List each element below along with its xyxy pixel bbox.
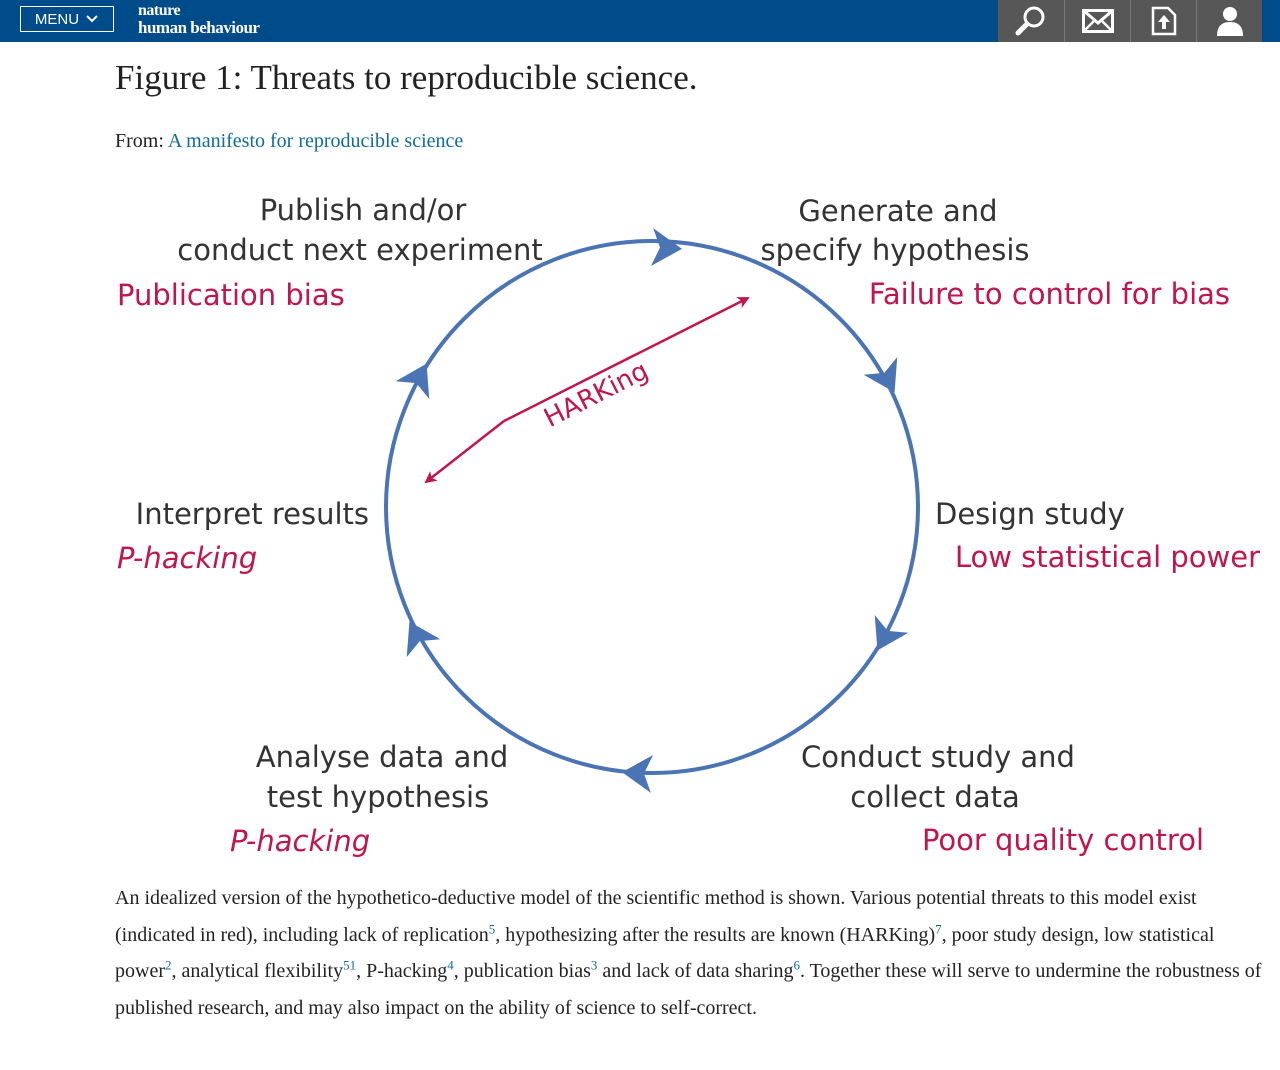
user-icon	[1216, 7, 1243, 36]
stage-analyse-line2: test hypothesis	[267, 780, 489, 814]
stage-generate-line1: Generate and	[798, 194, 997, 228]
header-tools	[998, 0, 1262, 42]
reference-link-5[interactable]: 5	[488, 920, 496, 936]
account-button[interactable]	[1196, 0, 1262, 42]
site-header: MENU nature human behaviour	[0, 0, 1280, 42]
menu-label: MENU	[34, 10, 80, 28]
threat-publication-bias: Publication bias	[117, 278, 345, 312]
brand-line2: human behaviour	[138, 18, 260, 37]
stage-conduct-line2: collect data	[850, 780, 1020, 814]
cycle-arrow	[650, 228, 682, 267]
upload-button[interactable]	[1130, 0, 1196, 42]
article-link[interactable]: A manifesto for reproducible science	[167, 130, 464, 152]
stage-interpret-line1: Interpret results	[136, 497, 369, 531]
reference-link-6[interactable]: 6	[793, 957, 800, 973]
caption-text: An idealized version of the hypothetico-…	[115, 887, 1197, 946]
caption-text: , hypothesizing after the results are kn…	[495, 923, 936, 946]
figure-caption: An idealized version of the hypothetico-…	[115, 880, 1265, 1026]
ref-superscript: 4	[447, 957, 454, 972]
stage-publish-line2: conduct next experiment	[177, 233, 542, 267]
menu-button[interactable]: MENU	[20, 6, 114, 32]
cycle-arrow	[874, 614, 909, 651]
reference-link-2[interactable]: 2	[164, 957, 172, 973]
cycle-arrow	[863, 356, 898, 393]
cycle-arrow	[622, 754, 654, 793]
ref-superscript: 5	[489, 921, 496, 936]
site-logo[interactable]: nature human behaviour	[138, 2, 260, 37]
cycle-arrow	[395, 363, 430, 400]
stage-publish-line1: Publish and/or	[260, 193, 467, 227]
brand-line1: nature	[138, 2, 181, 19]
harking-arrow	[503, 296, 750, 423]
threat-poor-quality-control: Poor quality control	[922, 823, 1204, 857]
ref-superscript: 6	[793, 957, 800, 972]
figure-diagram: HARKing Publish and/or conduct next expe…	[0, 170, 1280, 870]
figure-title: Figure 1: Threats to reproducible scienc…	[115, 58, 698, 97]
caption-text: . Together these will serve to undermine…	[115, 960, 1262, 1019]
cycle-arrow	[406, 621, 441, 658]
search-icon	[1015, 6, 1045, 36]
stage-design-line1: Design study	[935, 497, 1125, 531]
stage-conduct-line1: Conduct study and	[801, 740, 1075, 774]
caption-text: , analytical flexibility	[171, 960, 344, 982]
stage-generate-line2: specify hypothesis	[760, 233, 1029, 267]
caption-text: , poor study design, low statistical pow…	[115, 923, 1215, 983]
caption-text: , publication bias	[453, 960, 591, 982]
ref-superscript: 7	[935, 921, 942, 936]
reference-link-51[interactable]: 51	[343, 957, 357, 973]
caption-text: , P-hacking	[356, 960, 448, 982]
cycle-diagram: HARKing Publish and/or conduct next expe…	[117, 193, 1260, 858]
ref-superscript: 51	[343, 957, 356, 972]
search-button[interactable]	[998, 0, 1064, 42]
upload-icon	[1151, 6, 1176, 36]
threat-p-hacking-interpret: P-hacking	[117, 541, 257, 575]
mail-button[interactable]	[1064, 0, 1130, 42]
harking-arrow	[424, 420, 505, 484]
mail-icon	[1081, 9, 1114, 33]
from-label: From:	[115, 130, 164, 152]
figure-source: From: A manifesto for reproducible scien…	[115, 130, 463, 153]
reference-link-7[interactable]: 7	[935, 920, 942, 936]
reference-link-3[interactable]: 3	[590, 957, 598, 973]
ref-superscript: 3	[591, 957, 598, 972]
caption-text: and lack of data sharing	[597, 960, 794, 982]
threat-p-hacking-analyse: P-hacking	[230, 824, 370, 858]
threat-low-statistical-power: Low statistical power	[955, 540, 1260, 574]
reference-link-4[interactable]: 4	[447, 957, 454, 973]
stage-analyse-line1: Analyse data and	[256, 740, 508, 774]
threat-failure-to-control-bias: Failure to control for bias	[869, 277, 1230, 311]
cycle-circle	[384, 239, 920, 775]
chevron-down-icon	[86, 15, 98, 23]
ref-superscript: 2	[165, 957, 172, 972]
